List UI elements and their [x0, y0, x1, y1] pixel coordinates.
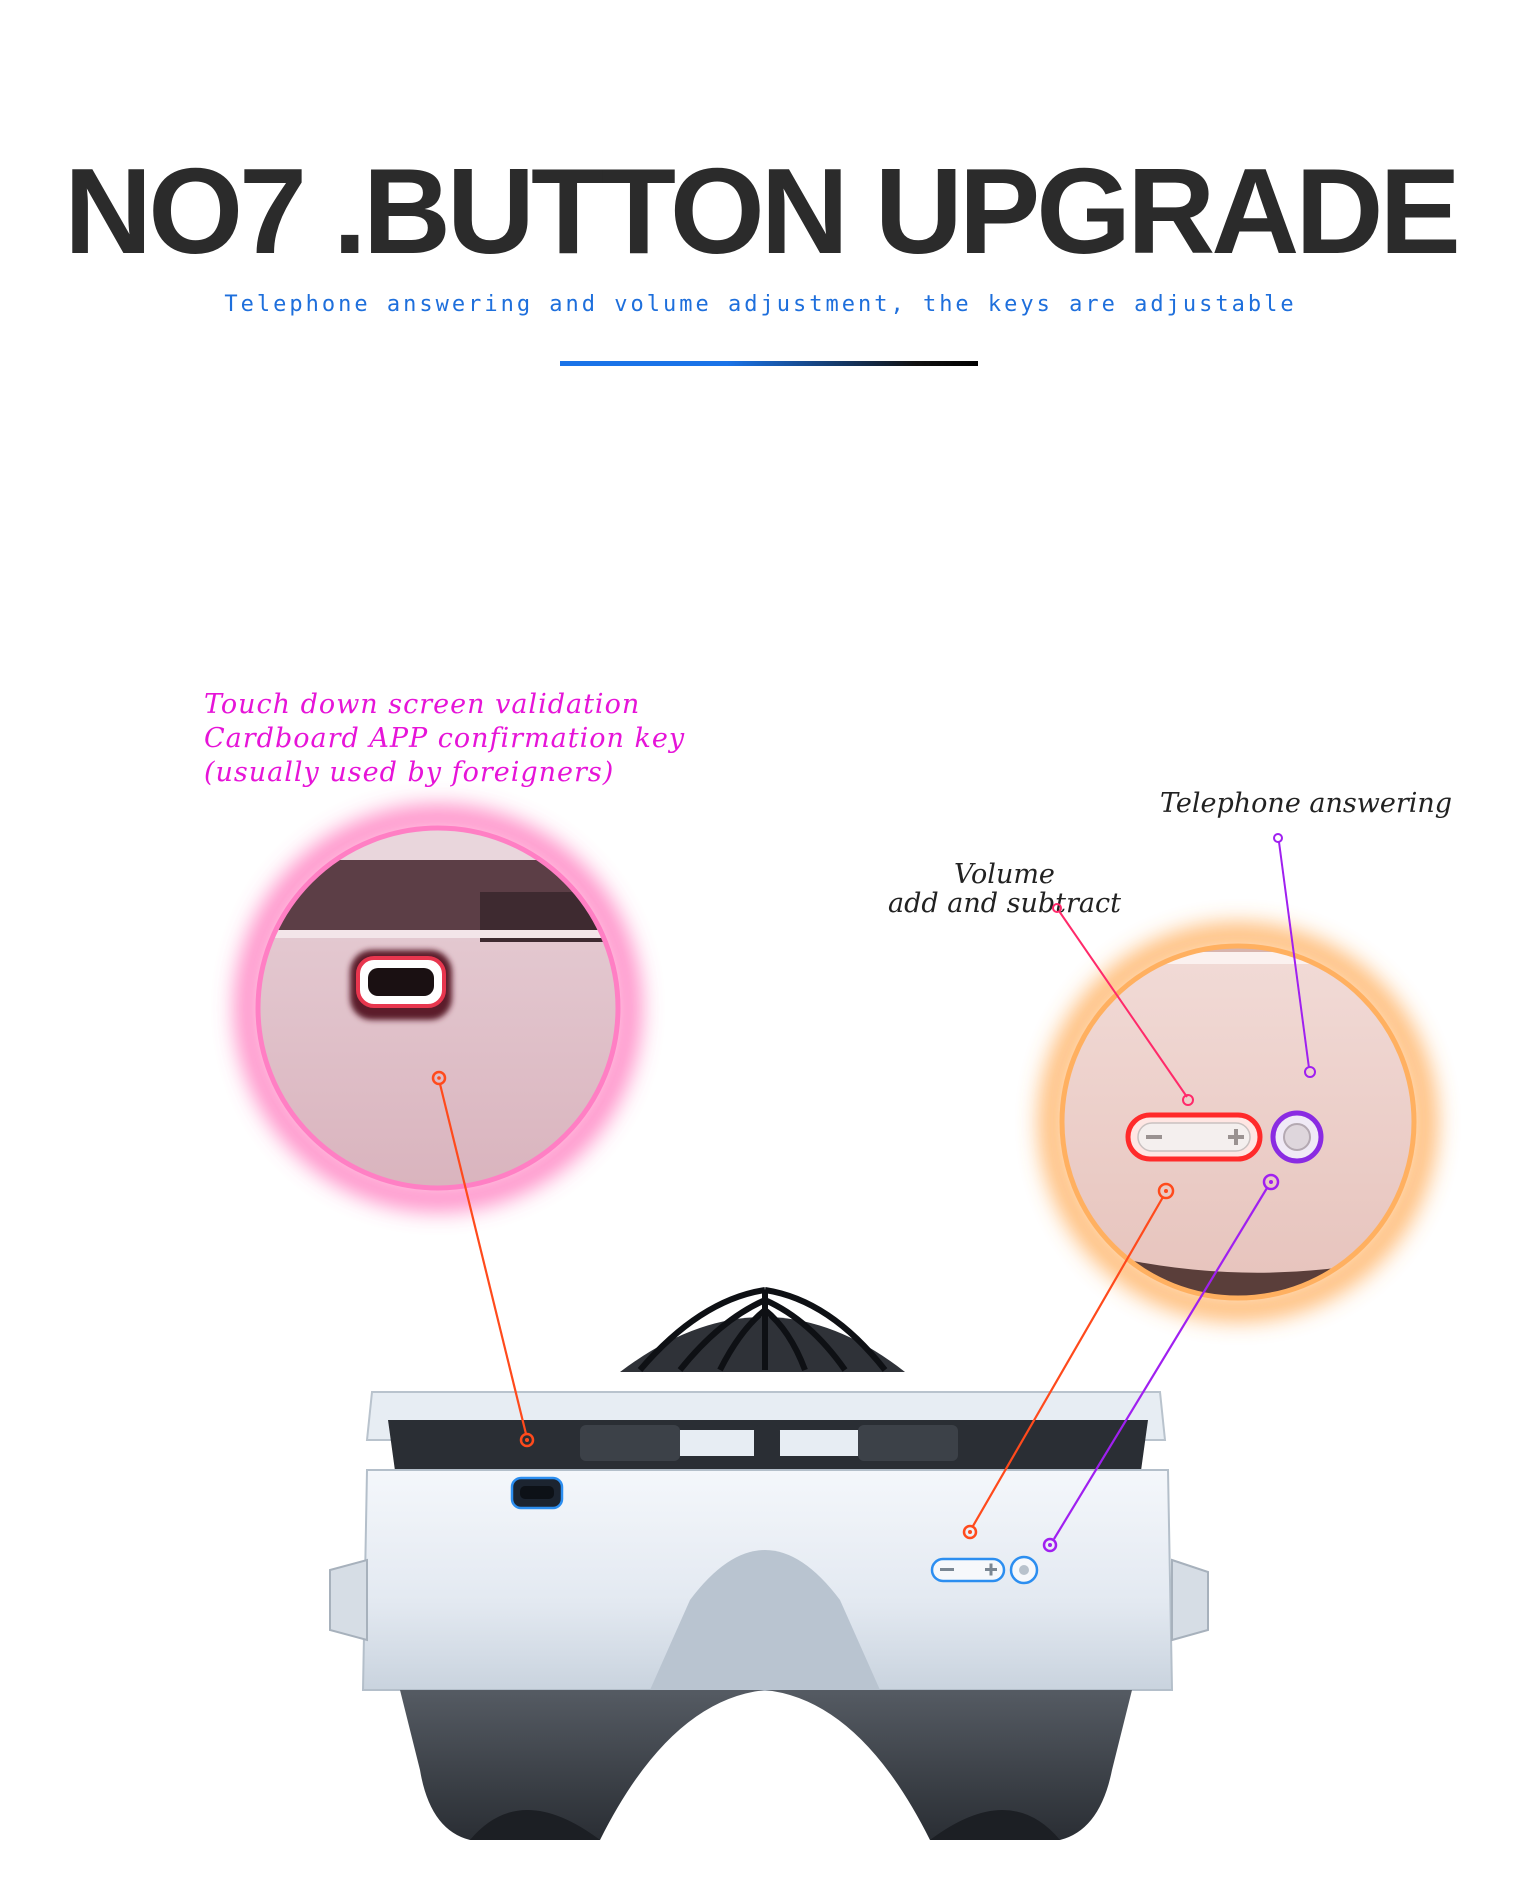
volume-callout: Volume add and subtract: [888, 860, 1121, 918]
touch-key-callout-line: Cardboard APP confirmation key: [204, 723, 686, 754]
usb-port-button-icon: [510, 1476, 564, 1510]
vr-headset-body: [329, 1287, 1209, 1840]
touch-key-callout: Touch down screen validation Cardboard A…: [204, 688, 685, 790]
volume-rocker-icon: [1125, 1112, 1263, 1162]
page-title: NO7 .BUTTON UPGRADE: [64, 143, 1461, 279]
usb-port-button-icon: [350, 950, 452, 1020]
page-subtitle: Telephone answering and volume adjustmen…: [224, 292, 1297, 317]
title-divider: [560, 361, 978, 366]
touch-key-callout-line: (usually used by foreigners): [204, 757, 615, 788]
label-leader-lines: [1052, 833, 1310, 1098]
volume-callout-line: add and subtract: [888, 888, 1121, 919]
telephone-callout: Telephone answering: [1160, 788, 1453, 819]
round-call-button-icon: [1270, 1110, 1324, 1164]
volume-callout-line: Volume: [954, 859, 1055, 890]
touch-key-zoom-lens: [237, 807, 639, 1209]
volume-rocker-icon: [930, 1557, 1006, 1583]
round-call-button-icon: [1009, 1555, 1039, 1585]
zoom-leader-lines: [438, 1083, 1268, 1553]
touch-key-callout-line: Touch down screen validation: [204, 689, 641, 720]
volume-key-zoom-lens: [1041, 925, 1435, 1319]
